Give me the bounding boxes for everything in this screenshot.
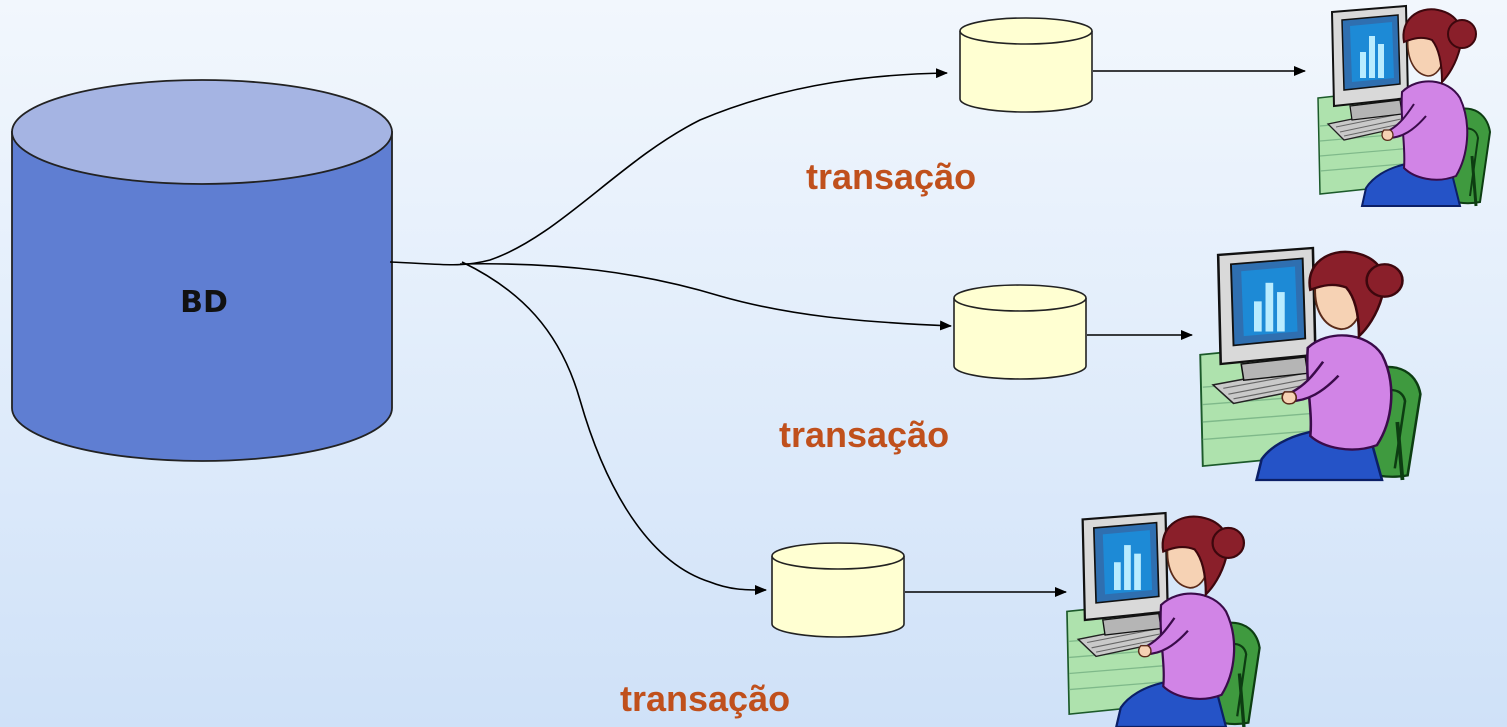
- user-at-computer-icon: [1065, 511, 1262, 727]
- transaction-cylinder: [959, 17, 1093, 113]
- transaction-label: transação: [620, 678, 790, 719]
- database-cylinder: BD: [11, 79, 393, 462]
- transaction-1: transação: [806, 4, 1492, 208]
- transaction-3: transação: [620, 511, 1262, 727]
- transaction-label: transação: [806, 156, 976, 197]
- connector-to-transaction-3: [461, 261, 767, 595]
- connectors: [389, 68, 952, 595]
- transaction-cylinder: [771, 542, 905, 638]
- connector-to-transaction-2: [459, 262, 952, 331]
- database-label: BD: [180, 285, 228, 320]
- user-at-computer-icon: [1198, 246, 1423, 482]
- transaction-label: transação: [779, 414, 949, 455]
- transaction-cylinder: [953, 284, 1087, 380]
- transaction-2: transação: [779, 246, 1423, 482]
- user-at-computer-icon: [1316, 4, 1492, 208]
